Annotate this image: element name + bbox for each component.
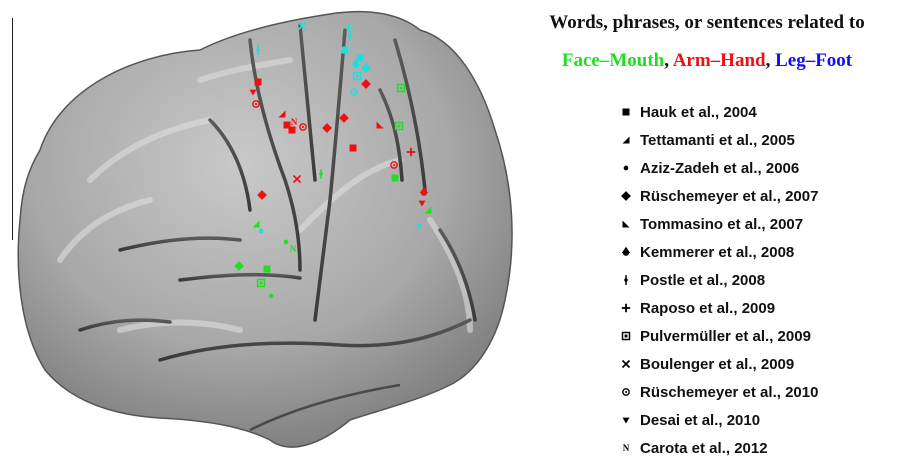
legend-label: Boulenger et al., 2009 [640,356,794,373]
legend-label: Raposo et al., 2009 [640,300,775,317]
spade-icon [612,245,640,259]
legend-label: Aziz-Zadeh et al., 2006 [640,160,799,177]
figure-title-line1: Words, phrases, or sentences related to [518,12,896,34]
n-letter-marker: N [291,117,298,127]
legend-label: Kemmerer et al., 2008 [640,244,794,261]
category-leg-foot: Leg–Foot [775,50,852,71]
square-marker [392,175,399,182]
svg-text:N: N [623,443,630,453]
legend-label: Carota et al., 2012 [640,440,768,457]
square-marker [264,266,271,273]
legend-item: Raposo et al., 2009 [612,294,818,322]
separator: , [664,50,672,71]
plus-icon [612,301,640,315]
brain-illustration: NN [0,0,520,473]
legend-item: Aziz-Zadeh et al., 2006 [612,154,818,182]
legend-item: Boulenger et al., 2009 [612,350,818,378]
dot-marker [284,240,289,245]
corner-triangle-icon [612,133,640,147]
legend-item: Pulvermüller et al., 2009 [612,322,818,350]
diamond-icon [612,189,640,203]
square-marker [342,47,349,54]
legend-item: N Carota et al., 2012 [612,434,818,462]
dot-icon [612,161,640,175]
category-arm-hand: Arm–Hand [673,50,766,71]
square-marker [357,55,364,62]
hollow-square-icon [612,329,640,343]
svg-text:N: N [290,244,297,254]
legend-label: Hauk et al., 2004 [640,104,757,121]
legend-item: Postle et al., 2008 [612,266,818,294]
legend-item: Rüschemeyer et al., 2007 [612,182,818,210]
square-icon [612,105,640,119]
legend-label: Rüschemeyer et al., 2010 [640,384,818,401]
square-marker [289,127,296,134]
figure-title-line2: Face–Mouth, Arm–Hand, Leg–Foot [518,50,896,72]
legend-label: Postle et al., 2008 [640,272,765,289]
pin-icon [612,273,640,287]
down-triangle-icon [612,413,640,427]
corner-triangle-right-icon [612,217,640,231]
legend-item: Desai et al., 2010 [612,406,818,434]
legend-label: Tommasino et al., 2007 [640,216,803,233]
legend-label: Pulvermüller et al., 2009 [640,328,811,345]
n-letter-icon: N [612,441,640,455]
cross-icon [612,357,640,371]
ring-dot-icon [612,385,640,399]
legend-item: Hauk et al., 2004 [612,98,818,126]
legend-item: Tettamanti et al., 2005 [612,126,818,154]
legend-item: Tommasino et al., 2007 [612,210,818,238]
legend-label: Tettamanti et al., 2005 [640,132,795,149]
square-marker [350,145,357,152]
legend-label: Rüschemeyer et al., 2007 [640,188,818,205]
legend-item: Rüschemeyer et al., 2010 [612,378,818,406]
dot-marker [417,224,422,229]
legend-item: Kemmerer et al., 2008 [612,238,818,266]
separator: , [766,50,776,71]
dot-marker [269,294,274,299]
square-marker [255,79,262,86]
dot-marker [259,229,264,234]
legend-label: Desai et al., 2010 [640,412,760,429]
n-letter-marker: N [290,244,297,254]
category-face-mouth: Face–Mouth [562,50,664,71]
svg-text:N: N [291,117,298,127]
